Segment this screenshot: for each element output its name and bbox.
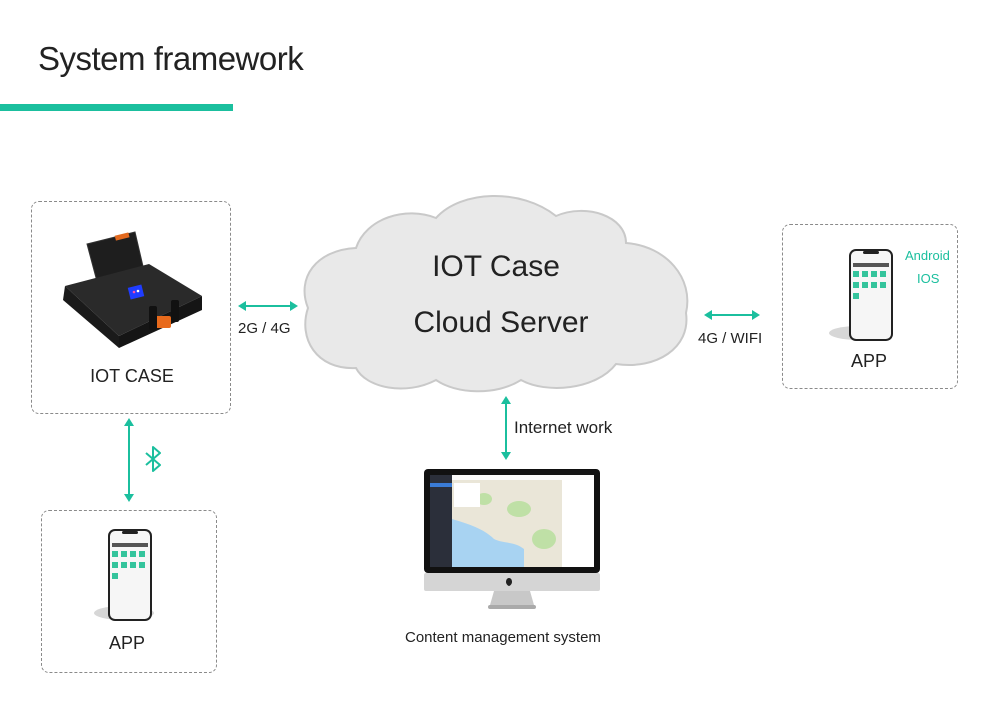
desktop-monitor-image [424,469,600,611]
cloud-server-shape: IOT Case Cloud Server [296,188,696,396]
app-bottom-node: APP [41,510,217,673]
smartphone-icon [827,245,897,345]
cloud-title-line1: IOT Case [432,250,560,283]
app-bottom-label: APP [109,633,146,653]
iot-case-node: IOT CASE [31,201,231,414]
page-title: System framework [38,40,304,77]
smartphone-icon [94,525,164,625]
double-arrow-horizontal-icon [704,309,760,321]
link-label-4g-wifi: 4G / WIFI [698,330,763,347]
platform-ios: IOS [917,271,940,286]
app-right-label: APP [851,351,888,371]
title-underline [0,104,233,111]
double-arrow-horizontal-icon [238,300,298,312]
cms-label: Content management system [405,629,601,646]
double-arrow-vertical-icon [500,396,512,460]
app-right-node: Android IOS APP [782,224,958,389]
double-arrow-vertical-icon [123,418,135,502]
bluetooth-icon [143,446,165,472]
iot-case-image [57,224,207,349]
link-label-2g-4g: 2G / 4G [238,320,291,337]
cloud-title-line2: Cloud Server [413,306,589,339]
iot-case-label: IOT CASE [90,366,174,386]
platform-android: Android [905,248,950,263]
link-label-internet-work: Internet work [514,418,613,437]
